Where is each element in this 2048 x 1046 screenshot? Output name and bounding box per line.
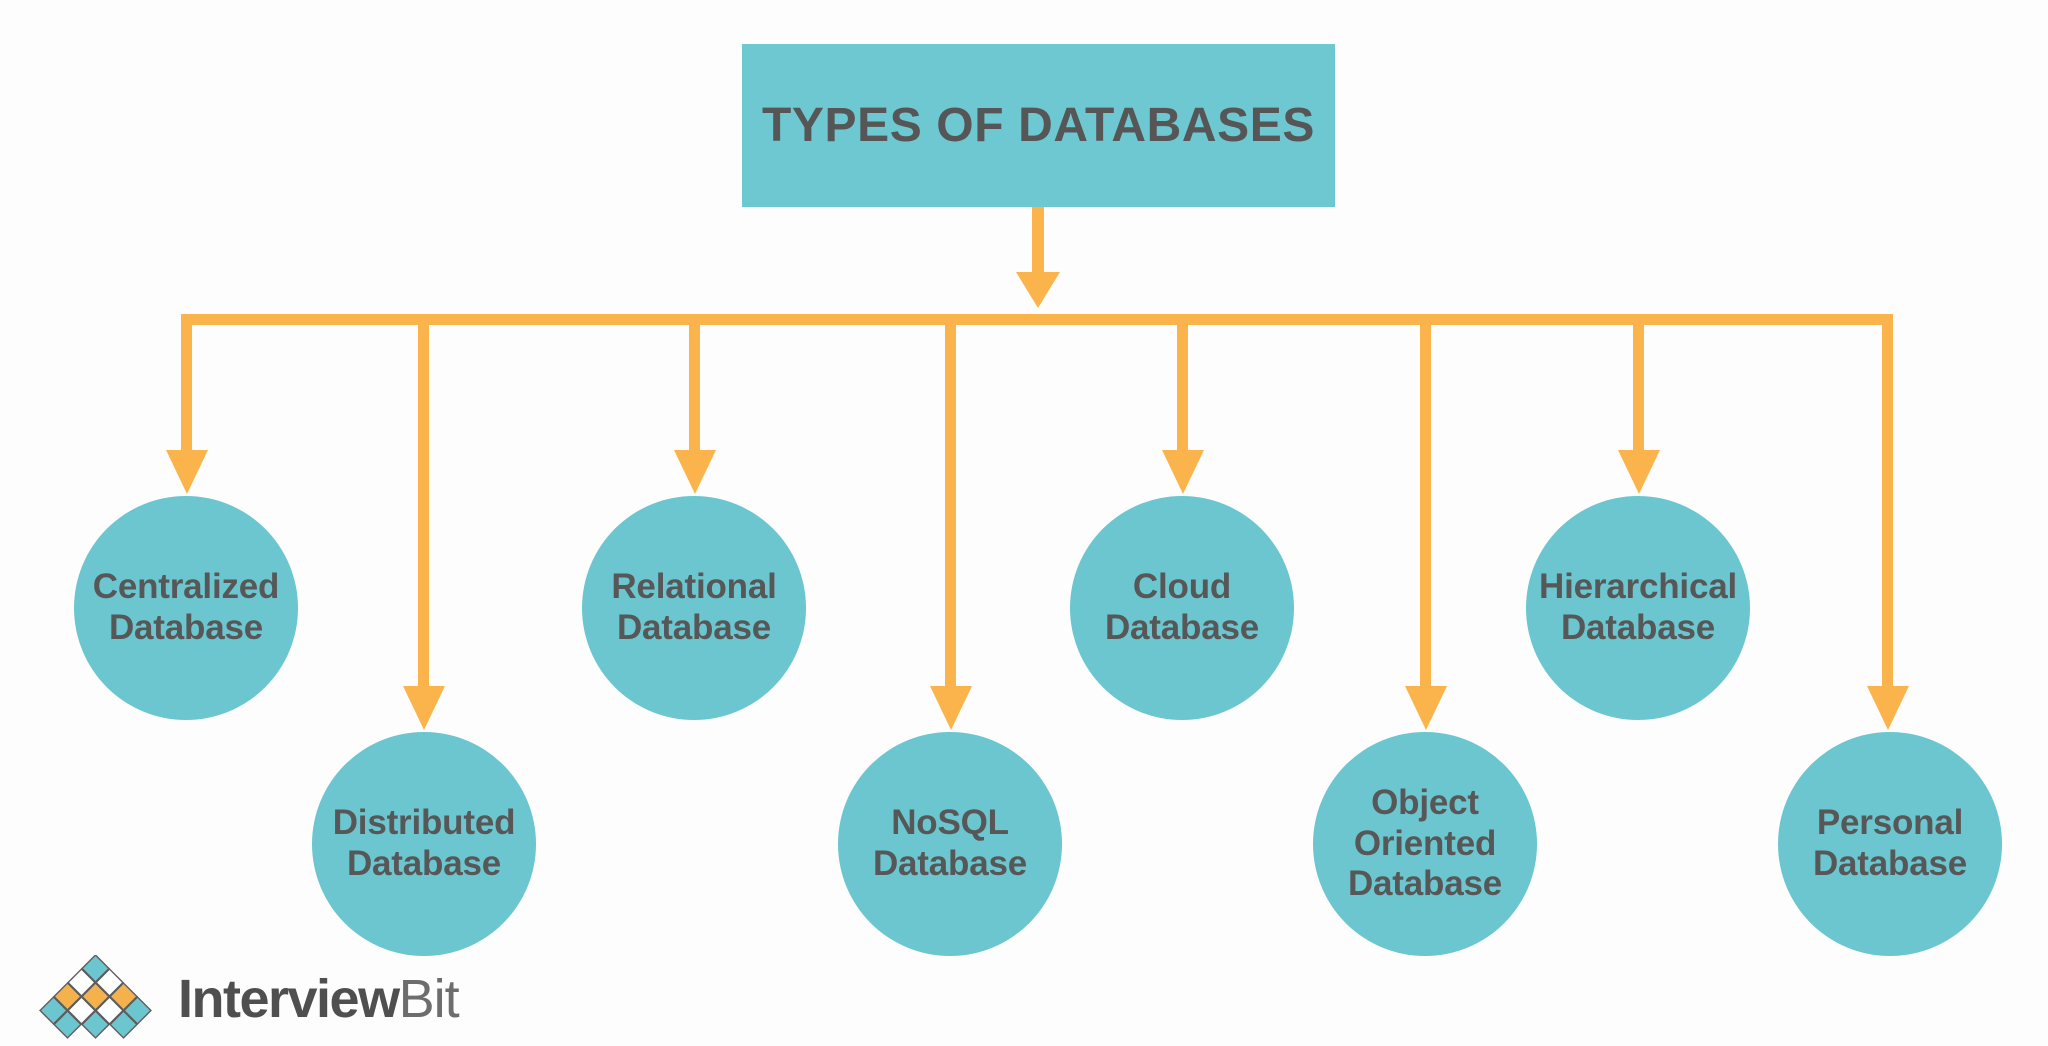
branch-arrow-hierarchical: [1618, 450, 1660, 494]
node-circle-centralized[interactable]: [74, 496, 298, 720]
branch-line-personal: [1882, 314, 1893, 692]
node-circle-distributed[interactable]: [312, 732, 536, 956]
node-circle-hierarchical[interactable]: [1526, 496, 1750, 720]
node-circle-relational[interactable]: [582, 496, 806, 720]
root-node-box: [742, 44, 1335, 207]
branch-arrow-centralized: [166, 450, 208, 494]
interviewbit-wordmark: InterviewBit: [178, 969, 460, 1029]
root-node-title: TYPES OF DATABASES: [742, 44, 1335, 207]
branch-line-object-oriented: [1420, 314, 1431, 692]
branch-line-relational: [689, 314, 700, 456]
logo-word-interview: Interview: [178, 969, 400, 1029]
branch-line-distributed: [418, 314, 429, 692]
branch-arrow-personal: [1867, 686, 1909, 730]
branch-line-hierarchical: [1633, 314, 1644, 456]
branch-line-nosql: [945, 314, 956, 692]
branch-arrow-distributed: [403, 686, 445, 730]
root-node-title-text: TYPES OF DATABASES: [761, 99, 1316, 152]
branch-arrow-relational: [674, 450, 716, 494]
logo-word-bit: Bit: [398, 969, 460, 1029]
branch-arrow-nosql: [930, 686, 972, 730]
interviewbit-logo: InterviewBit: [30, 952, 460, 1042]
node-circle-personal[interactable]: [1778, 732, 2002, 956]
root-stem-line: [1032, 207, 1044, 277]
branch-line-centralized: [181, 314, 192, 456]
root-arrow-head: [1016, 272, 1060, 308]
branch-arrow-cloud: [1162, 450, 1204, 494]
node-circle-nosql[interactable]: [838, 732, 1062, 956]
interviewbit-logo-mark-icon: [39, 955, 152, 1039]
node-circle-cloud[interactable]: [1070, 496, 1294, 720]
node-circle-object-oriented[interactable]: [1313, 732, 1537, 956]
horizontal-connector-bar: [181, 314, 1893, 325]
branch-arrow-object-oriented: [1405, 686, 1447, 730]
branch-line-cloud: [1177, 314, 1188, 456]
